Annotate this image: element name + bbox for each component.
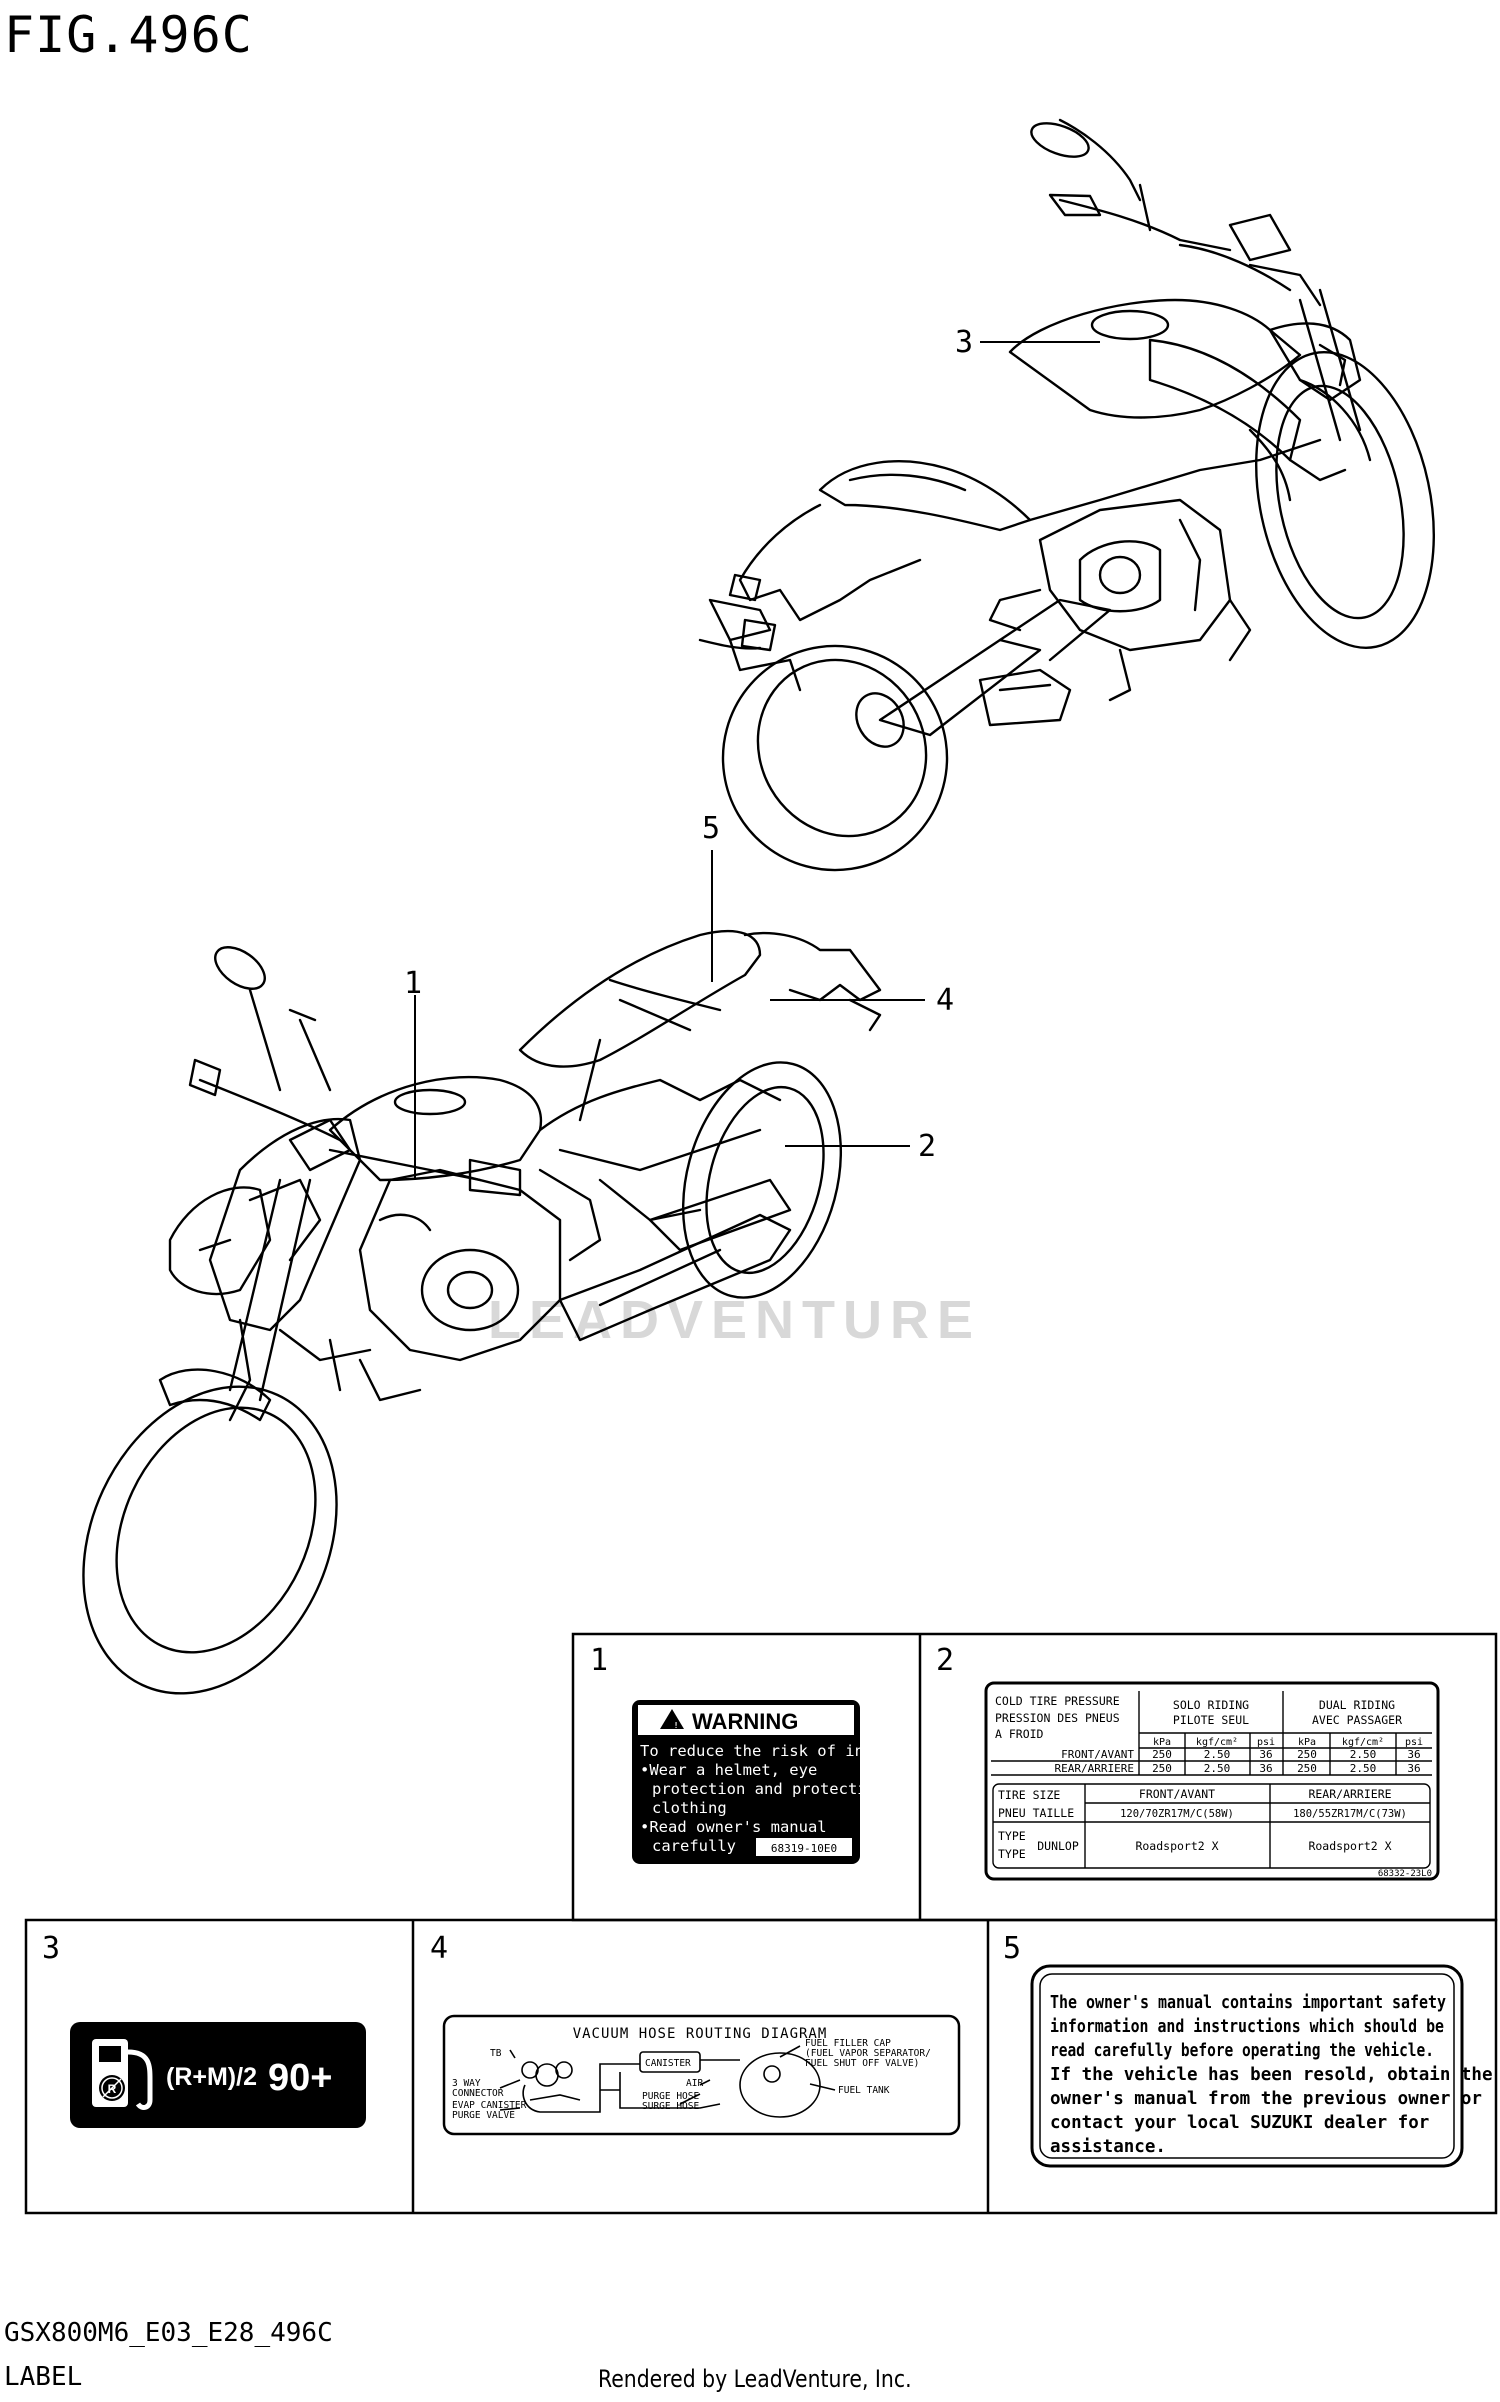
callout-1: 1 xyxy=(404,966,422,1001)
warning-label: ! WARNING To reduce the risk of injury •… xyxy=(632,1700,901,1864)
manual-line-1: The owner's manual contains important sa… xyxy=(1050,1993,1446,2013)
warning-line-4: clothing xyxy=(652,1799,727,1817)
panel-number-4: 4 xyxy=(430,1931,448,1966)
rendered-by-credit: Rendered by LeadVenture, Inc. xyxy=(598,2365,912,2393)
vacuum-evap-b: PURGE VALVE xyxy=(452,2110,515,2121)
rear-tire-model: Roadsport2 X xyxy=(1308,1839,1391,1853)
warning-line-2: •Wear a helmet, eye xyxy=(640,1761,817,1779)
vacuum-shutoff: FUEL SHUT OFF VALVE) xyxy=(805,2058,919,2069)
rear-tire-size: 180/55ZR17M/C(73W) xyxy=(1293,1808,1407,1820)
panel-number-1: 1 xyxy=(590,1643,608,1678)
vacuum-title: VACUUM HOSE ROUTING DIAGRAM xyxy=(573,2026,828,2042)
vacuum-separator: (FUEL VAPOR SEPARATOR/ xyxy=(805,2048,931,2059)
front-row-label: FRONT/AVANT xyxy=(1061,1748,1134,1761)
front-value-4: 250 xyxy=(1297,1748,1317,1761)
vacuum-canister: CANISTER xyxy=(645,2058,691,2069)
tire-head-2: PRESSION DES PNEUS xyxy=(995,1711,1120,1725)
category-label: LABEL xyxy=(4,2362,83,2392)
octane-value: 90+ xyxy=(268,2057,332,2099)
front-value-5: 2.50 xyxy=(1350,1748,1377,1761)
vacuum-hose-label: VACUUM HOSE ROUTING DIAGRAM TB CANISTER … xyxy=(442,2014,961,2136)
dual-head-1: DUAL RIDING xyxy=(1319,1698,1395,1712)
front-value-6: 36 xyxy=(1407,1748,1420,1761)
unit-psi-solo: psi xyxy=(1257,1737,1275,1748)
warning-heading: WARNING xyxy=(692,1709,798,1734)
callout-5: 5 xyxy=(702,811,720,846)
panel-number-5: 5 xyxy=(1003,1931,1021,1966)
callout-4: 4 xyxy=(936,983,954,1018)
tire-rear-head: REAR/ARRIERE xyxy=(1308,1787,1391,1801)
vacuum-purge-hose: PURGE HOSE xyxy=(642,2091,699,2102)
tire-size-label-1: TIRE SIZE xyxy=(998,1788,1060,1802)
manual-line-3: read carefully before operating the vehi… xyxy=(1050,2041,1434,2061)
rear-value-2: 2.50 xyxy=(1204,1762,1231,1775)
vacuum-surge-hose: SURGE HOSE xyxy=(642,2101,699,2112)
rear-row-label: REAR/ARRIERE xyxy=(1055,1762,1134,1775)
tire-head-3: A FROID xyxy=(995,1727,1044,1741)
tire-brand: DUNLOP xyxy=(1037,1839,1079,1853)
vacuum-filler-cap: FUEL FILLER CAP xyxy=(805,2038,891,2049)
front-value-3: 36 xyxy=(1259,1748,1272,1761)
unit-kgf-dual: kgf/cm² xyxy=(1342,1737,1384,1748)
vacuum-evap-a: EVAP CANISTER xyxy=(452,2100,527,2111)
rear-value-4: 250 xyxy=(1297,1762,1317,1775)
svg-text:!: ! xyxy=(674,1721,679,1730)
model-code: GSX800M6_E03_E28_496C xyxy=(4,2318,333,2348)
rear-value-6: 36 xyxy=(1407,1762,1420,1775)
tire-part-code: 68332-23L0 xyxy=(1378,1869,1432,1879)
vacuum-3way-b: CONNECTOR xyxy=(452,2088,504,2099)
vacuum-3way-a: 3 WAY xyxy=(452,2078,481,2089)
unit-kpa-solo: kPa xyxy=(1153,1737,1171,1748)
tire-size-label-2: PNEU TAILLE xyxy=(998,1806,1074,1820)
tire-type-label-2: TYPE xyxy=(998,1847,1026,1861)
solo-head-2: PILOTE SEUL xyxy=(1173,1713,1249,1727)
warning-line-6: carefully xyxy=(652,1837,736,1855)
vacuum-tb: TB xyxy=(490,2048,502,2059)
front-tire-model: Roadsport2 X xyxy=(1135,1839,1218,1853)
manual-line-6: contact your local SUZUKI dealer for xyxy=(1050,2113,1429,2133)
front-tire-size: 120/70ZR17M/C(58W) xyxy=(1120,1808,1234,1820)
figure-title: FIG.496C xyxy=(4,6,253,64)
warning-part-code: 68319-10E0 xyxy=(771,1842,837,1855)
label-panel-grid xyxy=(24,1632,1498,2215)
manual-line-7: assistance. xyxy=(1050,2137,1166,2157)
owners-manual-label: The owner's manual contains important sa… xyxy=(1030,1964,1493,2168)
tire-pressure-label: COLD TIRE PRESSURE PRESSION DES PNEUS A … xyxy=(984,1681,1440,1881)
fuel-octane-label: R (R+M)/2 90+ xyxy=(70,2022,366,2128)
warning-line-3: protection and protective xyxy=(652,1780,885,1798)
rear-value-5: 2.50 xyxy=(1350,1762,1377,1775)
callout-leaders xyxy=(414,341,1100,1180)
unit-kpa-dual: kPa xyxy=(1298,1737,1316,1748)
tire-head-1: COLD TIRE PRESSURE xyxy=(995,1694,1120,1708)
solo-head-1: SOLO RIDING xyxy=(1173,1698,1249,1712)
panel-number-2: 2 xyxy=(936,1643,954,1678)
warning-line-1: To reduce the risk of injury xyxy=(640,1742,901,1760)
panel-number-3: 3 xyxy=(42,1931,60,1966)
tire-type-label-1: TYPE xyxy=(998,1829,1026,1843)
motorcycle-rear-view xyxy=(698,118,1435,872)
motorcycle-front-view xyxy=(82,929,882,1695)
vacuum-air: AIR xyxy=(686,2078,703,2089)
manual-line-2: information and instructions which shoul… xyxy=(1050,2017,1444,2037)
manual-line-5: owner's manual from the previous owner o… xyxy=(1050,2089,1482,2109)
front-value-1: 250 xyxy=(1152,1748,1172,1761)
unit-kgf-solo: kgf/cm² xyxy=(1196,1737,1238,1748)
front-value-2: 2.50 xyxy=(1204,1748,1231,1761)
warning-triangle-icon xyxy=(660,1709,684,1729)
tire-front-head: FRONT/AVANT xyxy=(1139,1787,1215,1801)
dual-head-2: AVEC PASSAGER xyxy=(1312,1713,1402,1727)
svg-text:R: R xyxy=(108,2082,117,2096)
vacuum-fuel-tank: FUEL TANK xyxy=(838,2085,890,2096)
fuel-pump-icon: R xyxy=(92,2039,153,2110)
unit-psi-dual: psi xyxy=(1405,1737,1423,1748)
rear-value-3: 36 xyxy=(1259,1762,1272,1775)
rear-value-1: 250 xyxy=(1152,1762,1172,1775)
warning-line-5: •Read owner's manual xyxy=(640,1818,827,1836)
octane-rating-formula: (R+M)/2 xyxy=(166,2063,257,2091)
callout-2: 2 xyxy=(918,1129,936,1164)
callout-3: 3 xyxy=(955,325,973,360)
manual-line-4: If the vehicle has been resold, obtain t… xyxy=(1050,2065,1493,2085)
